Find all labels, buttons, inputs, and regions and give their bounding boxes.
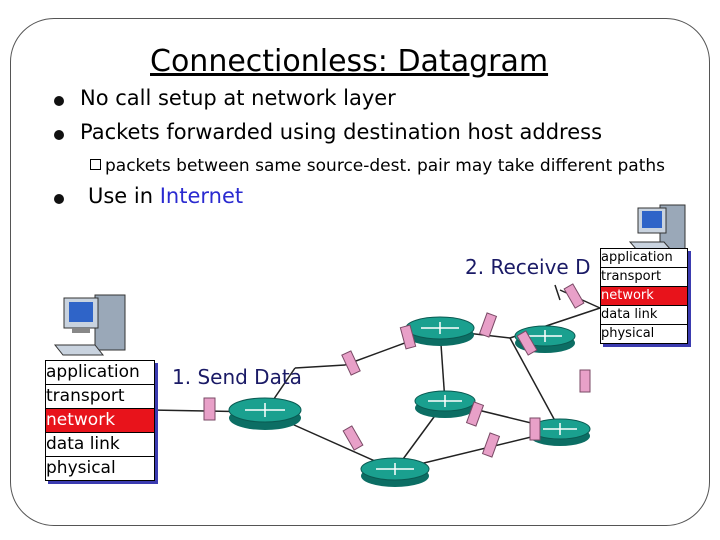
- router-icon: [228, 397, 302, 430]
- bullet-dot: [54, 194, 64, 204]
- packet-icon: [563, 283, 585, 309]
- internet-link-text: Internet: [159, 184, 244, 208]
- packet-icon: [342, 425, 364, 451]
- bullet-text: Packets forwarded using destination host…: [80, 120, 603, 144]
- slide-frame: [10, 18, 710, 526]
- layer-network: network: [46, 409, 154, 433]
- bullet-use-in-internet: Use in Internet: [54, 184, 244, 208]
- layer-physical: physical: [601, 326, 655, 341]
- receive-data-label: 2. Receive D: [465, 255, 591, 279]
- bullet-text: Use in: [88, 184, 160, 208]
- layer-data-link: data link: [601, 306, 687, 325]
- packet-icon: [579, 369, 591, 393]
- layer-data-link: data link: [46, 433, 154, 457]
- router-icon: [360, 457, 430, 487]
- packet-icon: [516, 330, 538, 356]
- bullet-packets-forwarded: Packets forwarded using destination host…: [54, 120, 603, 144]
- packet-icon: [529, 417, 541, 441]
- send-data-label: 1. Send Data: [172, 365, 302, 389]
- bullet-dot: [54, 130, 64, 140]
- router-icon: [405, 316, 475, 346]
- packet-icon: [481, 432, 501, 458]
- destination-protocol-stack: application transport network data link …: [600, 248, 688, 344]
- source-protocol-stack: application transport network data link …: [45, 360, 155, 481]
- packet-icon: [341, 350, 361, 376]
- slide-title: Connectionless: Datagram: [150, 44, 549, 79]
- router-icon: [529, 418, 591, 446]
- layer-transport: transport: [601, 268, 687, 287]
- packet-icon: [465, 401, 485, 427]
- bullet-no-call-setup: No call setup at network layer: [54, 86, 396, 110]
- bullet-dot: [54, 96, 64, 106]
- source-host-computer-icon: [53, 294, 126, 356]
- router-icon: [414, 390, 476, 418]
- checkbox-bullet-icon: [90, 159, 101, 170]
- packet-icon: [478, 312, 498, 338]
- bullet-text: No call setup at network layer: [80, 86, 396, 110]
- sub-bullet-different-paths: packets between same source-dest. pair m…: [90, 156, 665, 176]
- packet-icon: [203, 397, 216, 421]
- packet-icon: [399, 324, 417, 350]
- sub-bullet-text: packets between same source-dest. pair m…: [105, 156, 666, 176]
- layer-network: network: [601, 287, 687, 306]
- destination-host-computer-icon: [628, 204, 686, 251]
- layer-application: application: [46, 361, 154, 385]
- layer-application: application: [601, 249, 687, 268]
- layer-transport: transport: [46, 385, 154, 409]
- packets: [203, 283, 591, 458]
- layer-physical: physical: [46, 458, 116, 478]
